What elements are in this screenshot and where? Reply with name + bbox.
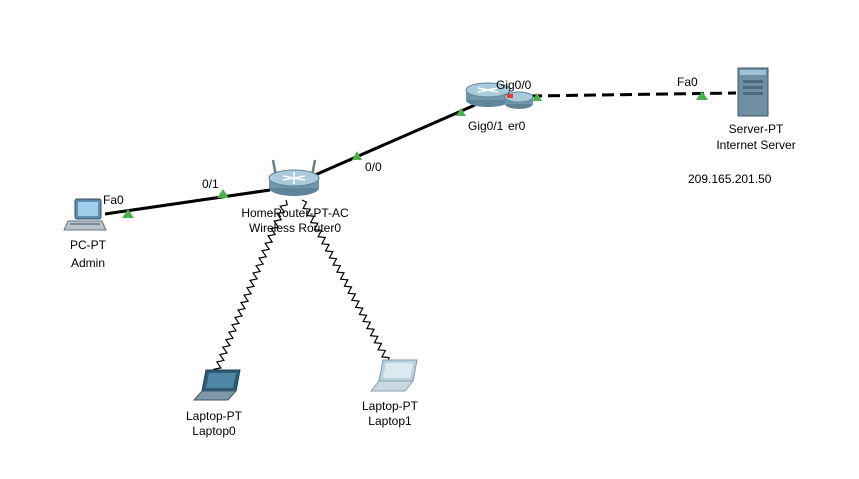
- port-label-server-fa0: Fa0: [677, 75, 698, 89]
- link-status-isp-gig01: [456, 108, 466, 116]
- wireless-link-laptop0: [212, 199, 289, 373]
- pc-model-label: PC-PT: [70, 238, 106, 252]
- port-label-router-lan: 0/1: [202, 177, 219, 191]
- laptop0-name-label: Laptop0: [192, 424, 236, 438]
- server-name-label: Internet Server: [716, 138, 796, 152]
- link-status-isp-gig00: [532, 93, 542, 101]
- router-icon[interactable]: [465, 82, 534, 109]
- laptop-icon[interactable]: [369, 359, 418, 392]
- laptop1-model-label: Laptop-PT: [361, 399, 419, 413]
- server-ip-label: 209.165.201.50: [688, 172, 772, 186]
- port-label-isp-gig00: Gig0/0: [496, 78, 532, 92]
- home-router-name-label: Wireless Router0: [248, 221, 342, 235]
- link-status-pc-fa0: [122, 209, 134, 218]
- laptop1-name-label: Laptop1: [368, 414, 412, 428]
- desktop-pc-icon[interactable]: [63, 198, 107, 231]
- wireless-router-icon[interactable]: [268, 159, 320, 196]
- link-isp-to-server[interactable]: [529, 91, 737, 98]
- link-status-router-wan: [352, 151, 362, 160]
- laptop0-model-label: Laptop-PT: [185, 409, 243, 423]
- laptop-icon[interactable]: [192, 369, 241, 401]
- wireless-link-laptop1: [301, 199, 390, 363]
- link-status-router-lan: [217, 189, 229, 198]
- server-model-label: Server-PT: [728, 122, 784, 136]
- port-label-isp-gig01: Gig0/1: [468, 119, 504, 133]
- link-pc-to-router[interactable]: [104, 188, 271, 216]
- isp-router-name-fragment: er0: [508, 119, 526, 133]
- home-router-model-label: HomeRouter-PT-AC: [241, 206, 349, 220]
- link-status-server-fa0: [696, 91, 708, 100]
- server-icon[interactable]: [737, 67, 769, 117]
- port-label-pc-fa0: Fa0: [103, 193, 124, 207]
- pc-name-label: Admin: [70, 256, 106, 270]
- link-router-to-isp[interactable]: [314, 103, 476, 177]
- port-label-router-wan: 0/0: [365, 160, 382, 174]
